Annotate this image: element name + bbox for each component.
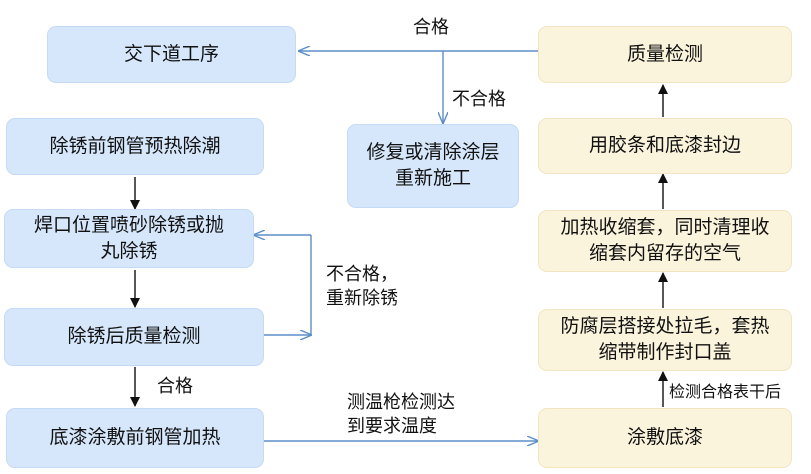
label-fail-left: 不合格， 重新除锈 (326, 263, 398, 312)
node-roughen-cap: 防腐层搭接处拉毛，套热 缩带制作封口盖 (538, 309, 792, 371)
label-temp-check-line2: 到要求温度 (347, 416, 437, 438)
node-inspect-after-derust: 除锈后质量检测 (4, 308, 264, 366)
node-blasting-line1: 焊口位置喷砂除锈或抛 (33, 213, 224, 236)
node-inspect-after-derust-text: 除锈后质量检测 (67, 325, 201, 348)
node-quality-check: 质量检测 (538, 26, 792, 83)
label-pass-left: 合格 (157, 376, 193, 397)
node-apply-primer-text: 涂敷底漆 (626, 426, 703, 449)
label-fail-top: 不合格 (452, 89, 506, 110)
node-apply-primer: 涂敷底漆 (538, 408, 792, 468)
label-fail-left-line2: 重新除锈 (326, 288, 398, 310)
label-primer-dry: 检测合格表干后 (669, 382, 782, 401)
node-repair: 修复或清除涂层 重新施工 (347, 124, 519, 208)
node-repair-line2: 重新施工 (394, 167, 471, 189)
node-heat-shrink-line1: 加热收缩套，同时清理收 (560, 216, 770, 239)
label-pass-top: 合格 (413, 17, 449, 38)
node-seal-edge: 用胶条和底漆封边 (538, 118, 792, 174)
node-roughen-cap-line1: 防腐层搭接处拉毛，套热 (560, 315, 770, 338)
node-derust-preheat: 除锈前钢管预热除潮 (6, 118, 264, 175)
label-temp-check: 测温枪检测达 到要求温度 (347, 391, 455, 440)
node-handover: 交下道工序 (47, 26, 296, 83)
label-temp-check-line1: 测温枪检测达 (347, 392, 455, 413)
node-blasting-line2: 丸除锈 (100, 239, 158, 262)
node-seal-edge-text: 用胶条和底漆封边 (588, 134, 741, 157)
node-heat-shrink: 加热收缩套，同时清理收 缩套内留存的空气 (538, 210, 792, 272)
node-quality-check-text: 质量检测 (626, 42, 703, 65)
node-derust-preheat-text: 除锈前钢管预热除潮 (49, 134, 221, 157)
node-blasting: 焊口位置喷砂除锈或抛 丸除锈 (4, 209, 254, 268)
node-primer-heat-text: 底漆涂敷前钢管加热 (49, 426, 221, 449)
node-heat-shrink-line2: 缩套内留存的空气 (588, 242, 741, 264)
node-roughen-cap-line2: 缩带制作封口盖 (598, 341, 732, 363)
label-fail-left-line1: 不合格， (326, 264, 398, 285)
node-repair-line1: 修复或清除涂层 (366, 141, 500, 164)
node-primer-heat: 底漆涂敷前钢管加热 (6, 408, 264, 468)
node-handover-text: 交下道工序 (123, 42, 219, 65)
